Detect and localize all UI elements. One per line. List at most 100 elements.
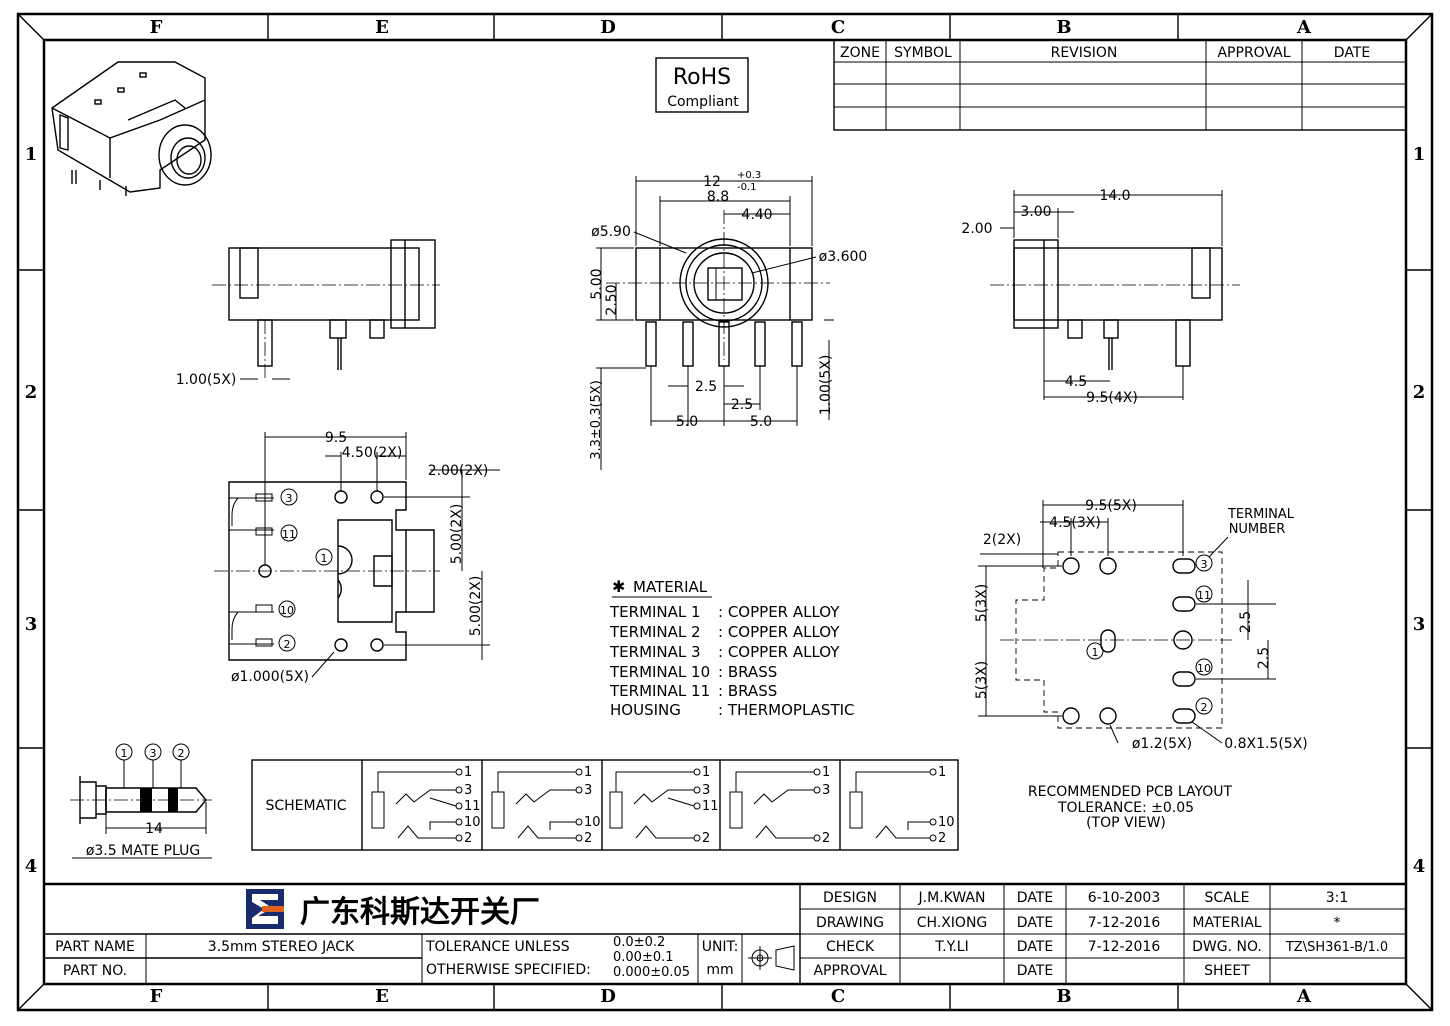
outer-border	[16, 12, 1434, 1012]
right-45-dim: 4.5	[1065, 374, 1087, 390]
material-title: MATERIAL	[633, 578, 708, 596]
pcb-5b-dim: 5(3X)	[974, 661, 990, 699]
zone-labels: F E D C B A F E D C B A 1 2 3 4 1 2 3 4	[25, 17, 1426, 1007]
bot-hole-dim: ø1.000(5X)	[231, 669, 309, 685]
svg-text:10: 10	[464, 815, 481, 830]
front-width-dim: 12	[703, 174, 721, 190]
material-value: *	[1334, 915, 1341, 931]
schematic-label: SCHEMATIC	[265, 798, 346, 814]
front-pinw-dim: 1.00(5X)	[818, 355, 834, 416]
plug-label: ø3.5 MATE PLUG	[86, 843, 200, 859]
pcb-pin-11: 11	[1197, 589, 1211, 602]
zone-f-bottom: F	[150, 986, 163, 1007]
svg-text:10: 10	[938, 815, 955, 830]
bot-450-dim: 4.50(2X)	[342, 445, 403, 461]
rev-symbol-header: SYMBOL	[894, 45, 952, 61]
bot-95-dim: 9.5	[325, 430, 347, 446]
pcb-2-dim: 2(2X)	[983, 532, 1021, 548]
right-200-dim: 2.00	[961, 221, 992, 237]
check-label: CHECK	[826, 939, 875, 955]
zone-4-left: 4	[25, 856, 38, 877]
plug-pin-2: 2	[178, 747, 185, 760]
tolerance-value-3: 0.000±0.05	[613, 965, 690, 980]
dwg-no-label: DWG. NO.	[1192, 939, 1262, 955]
svg-text:3: 3	[584, 783, 592, 798]
terminal-number-label-1: TERMINAL	[1227, 507, 1295, 522]
check-date-label: DATE	[1017, 939, 1053, 955]
pcb-25b-dim: 2.5	[1256, 647, 1272, 669]
design-value: J.M.KWAN	[918, 890, 986, 906]
zone-c-top: C	[831, 17, 845, 38]
svg-text:3: 3	[822, 783, 830, 798]
zone-e-top: E	[375, 17, 389, 38]
part-no-label: PART NO.	[63, 963, 127, 979]
zone-c-bottom: C	[831, 986, 845, 1007]
zone-3-left: 3	[25, 614, 38, 635]
svg-text:1: 1	[702, 765, 710, 780]
rev-date-header: DATE	[1334, 45, 1370, 61]
mat-label-10: TERMINAL 10	[609, 663, 710, 681]
svg-text:11: 11	[702, 799, 719, 814]
material-asterisk: ✱	[612, 577, 625, 596]
svg-text:1: 1	[822, 765, 830, 780]
plug-dim: 14	[145, 821, 163, 837]
bot-pin-11: 11	[282, 528, 296, 541]
bot-pin-1: 1	[321, 552, 328, 565]
pcb-pin-2: 2	[1201, 701, 1208, 714]
company-name: 广东科斯达开关厂	[300, 895, 540, 930]
pcb-95-dim: 9.5(5X)	[1085, 498, 1137, 514]
mat-value-2: : COPPER ALLOY	[718, 623, 840, 641]
rev-approval-header: APPROVAL	[1217, 45, 1290, 61]
svg-text:2: 2	[938, 831, 946, 846]
bot-pin-2: 2	[284, 638, 291, 651]
approval-date-label: DATE	[1017, 963, 1053, 979]
right-95-dim: 9.5(4X)	[1086, 390, 1138, 406]
drawing-label: DRAWING	[816, 915, 884, 931]
design-date: 6-10-2003	[1088, 890, 1160, 906]
zone-2-left: 2	[25, 382, 38, 403]
part-name-value: 3.5mm STEREO JACK	[208, 939, 355, 955]
svg-text:+0.3: +0.3	[737, 170, 761, 181]
zone-f-top: F	[150, 17, 163, 38]
pcb-pin-3: 3	[1201, 558, 1208, 571]
tolerance-value-2: 0.00±0.1	[613, 950, 674, 965]
bottom-view: 3 11 1 10 2 9.5 4.50(2X) 2.00(2X) 5.00(2…	[214, 430, 500, 685]
mat-label-housing: HOUSING	[610, 701, 681, 719]
svg-text:1: 1	[938, 765, 946, 780]
pcb-note-3: (TOP VIEW)	[1086, 815, 1166, 831]
projection-symbol-icon	[748, 945, 795, 971]
side-pin-dim: 1.00(5X)	[176, 372, 237, 388]
bot-200-dim: 2.00(2X)	[428, 463, 489, 479]
scale-value: 3:1	[1326, 890, 1349, 906]
plug-pin-1: 1	[121, 747, 128, 760]
check-date: 7-12-2016	[1088, 939, 1161, 955]
bot-500a-dim: 5.00(2X)	[449, 504, 465, 565]
front-500-dim: 5.00	[589, 268, 605, 299]
approval-label: APPROVAL	[813, 963, 886, 979]
bot-pin-3: 3	[286, 492, 293, 505]
mat-label-1: TERMINAL 1	[609, 603, 701, 621]
tolerance-line-1: TOLERANCE UNLESS	[425, 939, 570, 955]
bot-pin-10: 10	[280, 604, 294, 617]
material-list: ✱ MATERIAL TERMINAL 1 : COPPER ALLOY TER…	[609, 577, 855, 719]
svg-text:1: 1	[584, 765, 592, 780]
right-300-dim: 3.00	[1020, 204, 1051, 220]
pcb-25a-dim: 2.5	[1238, 611, 1254, 633]
front-view: 12 +0.3 -0.1 8.8 4.40 ø5.90 ø3.600 5.00 …	[589, 170, 867, 470]
front-250-dim: 2.50	[604, 284, 620, 315]
company-logo	[246, 889, 284, 929]
design-date-label: DATE	[1017, 890, 1053, 906]
mat-label-3: TERMINAL 3	[609, 643, 701, 661]
unit-label: UNIT:	[702, 939, 739, 955]
inner-border	[42, 38, 1408, 986]
svg-text:2: 2	[584, 831, 592, 846]
zone-1-right: 1	[1413, 144, 1426, 165]
part-name-label: PART NAME	[55, 939, 135, 955]
drawing-value: CH.XIONG	[917, 915, 988, 931]
pcb-note-1: RECOMMENDED PCB LAYOUT	[1028, 784, 1233, 800]
front-25a-dim: 2.5	[695, 379, 717, 395]
revision-table: ZONE SYMBOL REVISION APPROVAL DATE	[833, 39, 1407, 131]
pcb-45-dim: 4.5(3X)	[1049, 515, 1101, 531]
